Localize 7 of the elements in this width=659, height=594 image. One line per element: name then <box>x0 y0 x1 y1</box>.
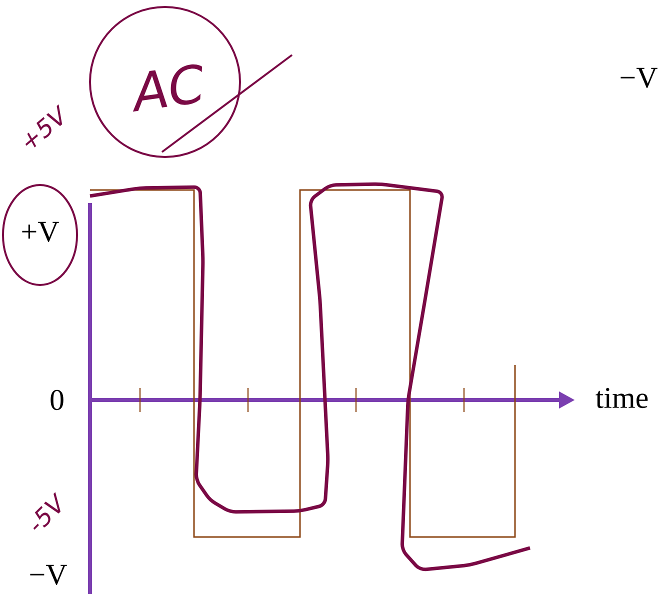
axis-label: time <box>596 388 648 408</box>
handwritten-note: AC <box>132 64 202 112</box>
axis-label: +V <box>22 222 59 242</box>
axis-label: −V <box>620 68 658 88</box>
axis-label: −V <box>30 564 67 586</box>
handwritten-note: -5V <box>33 492 60 530</box>
axis-label: 0 <box>50 390 64 410</box>
